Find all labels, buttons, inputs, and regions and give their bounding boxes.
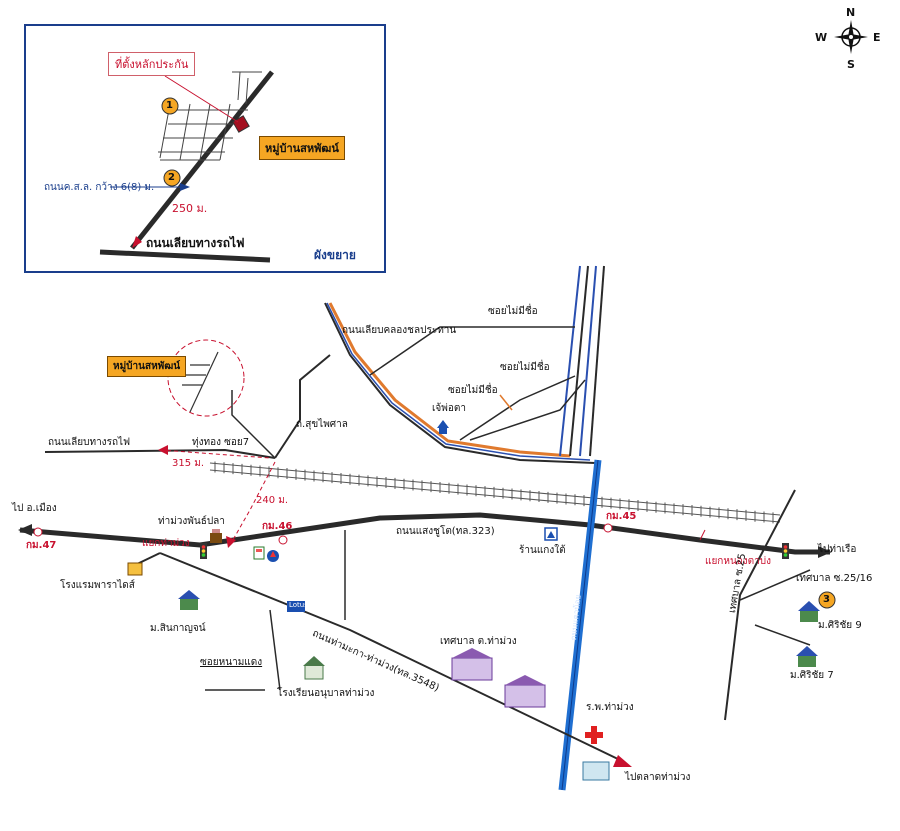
unnamed-soi-top: [369, 326, 575, 376]
to-market-label: ไปตลาดท่าม่วง: [625, 772, 691, 783]
dist-240-label: 240 ม.: [256, 495, 289, 506]
km45-label: กม.45: [606, 511, 637, 522]
to-mueang-label: ไป อ.เมือง: [12, 503, 57, 514]
hospital-label: ร.พ.ท่าม่วง: [586, 702, 634, 713]
main-village-label: หมู่บ้านสหพัฒน์: [107, 356, 187, 377]
thung-thong-route: [159, 449, 271, 459]
to-tha-ruea-label: ไปท่าเรือ: [818, 544, 857, 555]
lotus-icon: [287, 601, 305, 612]
nong-ta-bong-label: แยกหนองตาบ่ง: [705, 556, 772, 567]
inset-marker-2-label: 2: [168, 172, 175, 183]
canal-blue: [326, 302, 591, 461]
inset-rail-road: [99, 249, 271, 263]
unnamed-soi-mid: [459, 375, 576, 441]
thung-thong-label: ทุ่งทอง ซอย7: [192, 437, 250, 448]
saengchuto-road-label: ถนนแสงชูโต(ทล.323): [396, 526, 495, 537]
hotel-label: โรงแรมพาราไดส์: [60, 580, 135, 591]
lotus-label: Lotus: [289, 601, 308, 609]
tessaban-soi-25: [724, 489, 796, 721]
shrine-label: เจ้พ่อตา: [432, 403, 466, 414]
sukhonphaisan-label: ถ.สุขไพศาล: [296, 419, 348, 430]
dist-315-label: 315 ม.: [172, 458, 205, 469]
compass-e: E: [873, 31, 881, 44]
inset-marker-1: [161, 97, 179, 115]
ptt-station-icon: [267, 550, 279, 562]
shrine-icon: [437, 420, 449, 434]
municipality-label: เทศบาล ต.ท่าม่วง: [440, 636, 517, 647]
house-icon-sirichai-7: [796, 646, 818, 667]
marker-3-label: 3: [823, 594, 830, 605]
school-icon: [303, 656, 325, 680]
unnamed-soi-1-label: ซอยไม่มีชื่อ: [488, 306, 538, 317]
compass-w: W: [815, 31, 828, 44]
village-locator-circle: [167, 339, 245, 417]
compass-s: S: [847, 58, 855, 71]
inset-distance-label: 250 ม.: [172, 202, 208, 215]
seven-eleven-icon: [253, 546, 265, 560]
municipality-icon-2: [504, 675, 546, 708]
km-marker-icons: [33, 523, 613, 545]
marker-3-circle: [818, 591, 836, 609]
unnamed-soi-2-label: ซอยไม่มีชื่อ: [500, 362, 550, 373]
sirichai-9-label: ม.ศิริชัย 9: [818, 620, 862, 631]
canal-road-label: ถนนเลียบคลองชลประทาน: [342, 325, 457, 336]
km46-label: กม.46: [262, 521, 293, 532]
canal-road: [324, 302, 596, 464]
inset-road-arrow: [180, 183, 190, 191]
house-icon-sirichai-9: [798, 601, 820, 622]
railway-track: [209, 461, 781, 524]
restaurant-icon: [210, 529, 222, 543]
inset-pin-label: ที่ตั้งหลักประกัน: [108, 52, 196, 76]
km47-label: กม.47: [26, 540, 57, 551]
inset-collateral-plot: [232, 115, 250, 133]
nong-namdaeng-label: ซอยหนามแดง: [200, 657, 263, 668]
sinkanchana-label: ม.สินกาญจน์: [150, 623, 206, 634]
hospital-cross-icon: [585, 726, 603, 744]
house-icon-sinkanchana: [178, 590, 200, 610]
kaeng-tai-label: ร้านแกงใต้: [519, 545, 566, 556]
inset-marker-1-label: 1: [166, 100, 173, 111]
inset-rail-road-label: ถนนเลียบทางรถไฟ: [146, 236, 245, 250]
makha-tha-muang-road: [159, 552, 621, 761]
sirichai-7-label: ม.ศิริชัย 7: [790, 670, 834, 681]
school-label: โรงเรียนอนุบาลท่าม่วง: [277, 688, 375, 699]
sukhonphaisan-road: [274, 354, 331, 459]
traffic-light-right: [782, 543, 789, 559]
tha-muang-phan-label: ท่าม่วงพันธ์ปลา: [158, 516, 225, 527]
canal-orange: [328, 302, 571, 458]
compass-rose: [834, 20, 868, 54]
sinkanchana-road: [269, 609, 281, 691]
unnamed-soi-low: [469, 379, 586, 441]
rail-side-road: [44, 448, 276, 459]
compass-n: N: [846, 6, 856, 19]
tha-muang-junction-label: แยกท่าม่วง: [142, 538, 190, 549]
traffic-light-left: [200, 543, 207, 559]
rail-road-label: ถนนเลียบทางรถไฟ: [48, 437, 131, 448]
vertical-canal-lines: [559, 265, 605, 457]
inset-plot-grid: [158, 71, 262, 161]
market-icon: [582, 761, 610, 781]
inset-title: ผังขยาย: [314, 248, 356, 262]
inset-marker-2: [163, 169, 181, 187]
hotel-icon: [127, 562, 143, 576]
tessaban-25-16-label: เทศบาล ซ.25/16: [796, 573, 873, 584]
inset-road-width-label: ถนนค.ส.ล. กว้าง 6(8) ม.: [44, 182, 155, 193]
municipality-icon-1: [451, 648, 493, 681]
inset-village-label: หมู่บ้านสหพัฒน์: [259, 136, 345, 160]
unnamed-soi-3-label: ซอยไม่มีชื่อ: [448, 385, 498, 396]
kaeng-tai-shop-icon: [544, 527, 558, 541]
